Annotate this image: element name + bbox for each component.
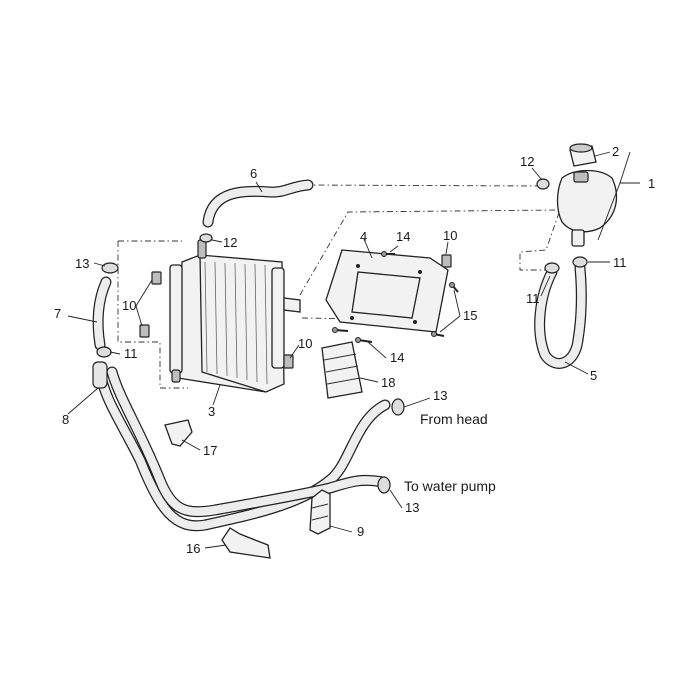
callout-7: 7 — [54, 306, 61, 321]
note-from-head: From head — [420, 411, 488, 427]
callout-18: 18 — [381, 375, 395, 390]
callout-1: 1 — [648, 176, 655, 191]
note-to-water-pump: To water pump — [404, 478, 496, 494]
hose-6 — [202, 179, 314, 228]
clamp-13-head — [391, 398, 405, 416]
radiator — [169, 239, 301, 393]
bracket-4 — [325, 249, 449, 333]
callout-16: 16 — [186, 541, 200, 556]
screw-15 — [431, 282, 459, 337]
hose-8 — [92, 361, 391, 532]
screw-14-top — [381, 251, 395, 257]
callout-10-bracket: 10 — [443, 228, 457, 243]
leader-lines — [67, 151, 640, 549]
callout-8: 8 — [62, 412, 69, 427]
callout-15: 15 — [463, 308, 477, 323]
callout-10-radiator: 10 — [298, 336, 312, 351]
clamp-13-pump — [377, 476, 391, 494]
callout-9: 9 — [357, 524, 364, 539]
callout-5: 5 — [590, 368, 597, 383]
callout-17: 17 — [203, 443, 217, 458]
callout-14-bottom: 14 — [390, 350, 404, 365]
clamp-11-right-b — [572, 256, 588, 268]
callout-14-top: 14 — [396, 229, 410, 244]
hose-7 — [92, 276, 112, 351]
callout-labels: 1 2 12 11 11 5 6 12 13 10 7 11 8 3 10 4 … — [54, 144, 655, 556]
callout-12-left: 12 — [223, 235, 237, 250]
clamp-12-right — [536, 178, 550, 190]
hose-holder-9 — [309, 489, 331, 535]
screw-14-bottom — [332, 327, 373, 343]
callout-12-right: 12 — [520, 154, 534, 169]
hose-5 — [534, 262, 587, 369]
clamp-11-left — [96, 346, 112, 358]
clip-10-upper — [151, 271, 162, 285]
clamp-12-left — [199, 233, 213, 243]
clip-10-right — [283, 354, 294, 369]
callout-11-left: 11 — [124, 346, 138, 361]
callout-2: 2 — [612, 144, 619, 159]
callout-6: 6 — [250, 166, 257, 181]
clip-10-lower — [139, 324, 150, 338]
notes: From head To water pump — [404, 411, 496, 494]
tank-cap-2 — [569, 143, 597, 167]
callout-13-head: 13 — [433, 388, 447, 403]
callout-4: 4 — [360, 229, 367, 244]
clip-10-bracket — [441, 254, 452, 268]
callout-13-top: 13 — [75, 256, 89, 271]
callout-3: 3 — [208, 404, 215, 419]
callout-11-right-b: 11 — [526, 291, 540, 306]
callout-11-right-a: 11 — [613, 255, 627, 270]
bracket-16 — [221, 527, 271, 559]
rubber-cover-18 — [321, 341, 363, 399]
clamp-11-right-a — [544, 262, 560, 274]
callout-10-left: 10 — [122, 298, 136, 313]
expansion-tank — [556, 169, 618, 247]
bracket-17 — [164, 419, 193, 447]
clamp-13-top — [101, 262, 119, 274]
callout-13-pump: 13 — [405, 500, 419, 515]
